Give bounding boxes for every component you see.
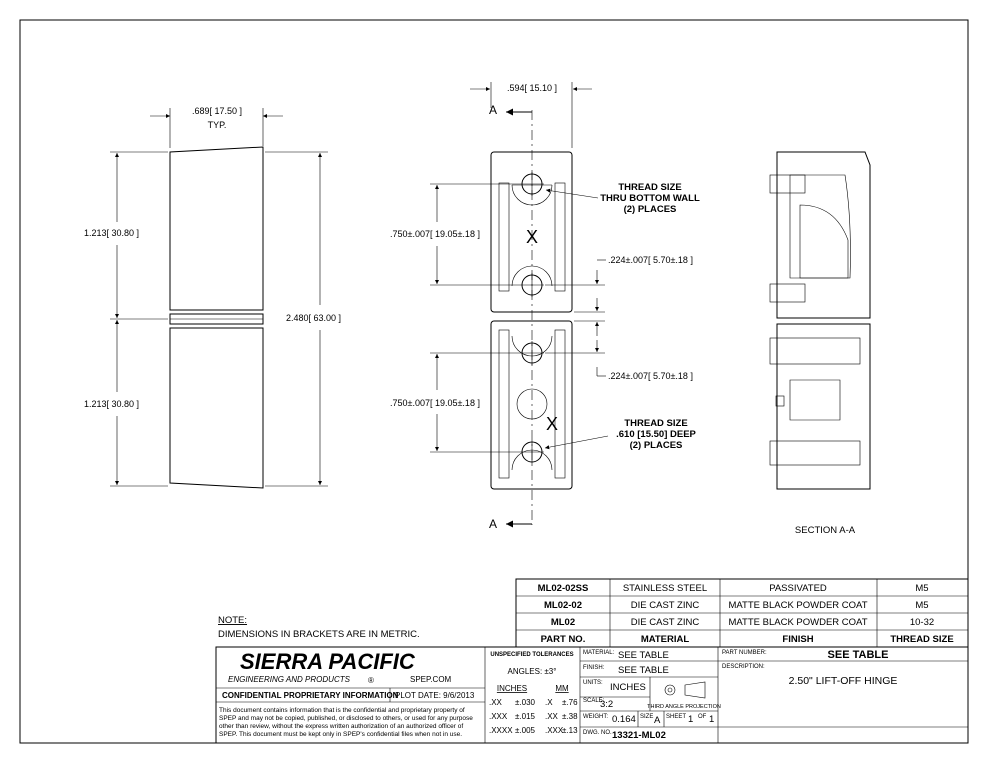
of-value: 1 <box>709 714 714 725</box>
dwg-value: 13321-ML02 <box>612 730 666 741</box>
dwg-label: DWG. NO. <box>583 730 612 736</box>
finish-value: SEE TABLE <box>618 665 669 676</box>
description-value: 2.50" LIFT-OFF HINGE <box>789 675 898 687</box>
tol-in-fmt: .XXXX <box>489 726 513 735</box>
disclaimer-line1: This document contains information that … <box>219 707 465 714</box>
table-row-finish: MATTE BLACK POWDER COAT <box>729 617 868 628</box>
front-upper-spacing: .750±.007[ 19.05±.18 ] <box>390 229 480 239</box>
tolerances-title: UNSPECIFIED TOLERANCES <box>490 652 573 658</box>
plot-date: PLOT DATE: 9/6/2013 <box>395 691 475 700</box>
front-lower-x-mark: X <box>546 414 558 434</box>
tol-mm-fmt: .X <box>545 698 553 707</box>
table-row-finish: PASSIVATED <box>769 583 827 594</box>
side-view: .689[ 17.50 ] TYP. 1.213[ 30.80 ] 1.213[… <box>84 106 341 489</box>
table-row-part: ML02-02SS <box>538 583 589 594</box>
material-label: MATERIAL: <box>583 650 615 656</box>
table-row-material: DIE CAST ZINC <box>631 600 700 611</box>
units-label: UNITS: <box>583 680 603 686</box>
side-lower-height: 1.213[ 30.80 ] <box>84 399 139 409</box>
tol-mm-fmt: .XXX <box>545 726 564 735</box>
table-row-material: STAINLESS STEEL <box>623 583 707 594</box>
table-header-material: MATERIAL <box>641 634 690 645</box>
table-header-part: PART NO. <box>541 634 586 645</box>
note-block: NOTE: DIMENSIONS IN BRACKETS ARE IN METR… <box>218 615 420 640</box>
table-row-part: ML02 <box>551 617 575 628</box>
table-row-thread: M5 <box>915 583 928 594</box>
callout-lower-line2: .610 [15.50] DEEP <box>616 429 696 440</box>
side-width-note: TYP. <box>208 120 227 130</box>
side-upper-height: 1.213[ 30.80 ] <box>84 228 139 238</box>
section-label: SECTION A-A <box>795 525 856 536</box>
side-width-dim: .689[ 17.50 ] <box>192 106 242 116</box>
sheet-value: 1 <box>688 714 693 725</box>
tol-in-tol: ±.015 <box>515 712 536 721</box>
finish-label: FINISH: <box>583 665 605 671</box>
partnumber-value: SEE TABLE <box>828 649 889 661</box>
size-value: A <box>654 715 661 726</box>
front-gap-upper: .224±.007[ 5.70±.18 ] <box>608 255 693 265</box>
front-gap-lower: .224±.007[ 5.70±.18 ] <box>608 371 693 381</box>
tolerances-angles: ANGLES: ±3° <box>508 667 557 676</box>
material-value: SEE TABLE <box>618 650 669 661</box>
parts-table: ML02-02SS STAINLESS STEEL PASSIVATED M5 … <box>515 578 969 648</box>
company-name: SIERRA PACIFIC <box>240 649 416 674</box>
callout-lower-line3: (2) PLACES <box>630 440 683 451</box>
table-row-part: ML02-02 <box>544 600 582 611</box>
tol-in-tol: ±.030 <box>515 698 536 707</box>
callout-upper-line3: (2) PLACES <box>624 204 677 215</box>
tolerances-inches: INCHES <box>497 684 527 693</box>
front-lower-spacing: .750±.007[ 19.05±.18 ] <box>390 398 480 408</box>
size-label: SIZE <box>640 714 653 720</box>
weight-value: 0.164 <box>612 714 636 725</box>
callout-upper-line1: THREAD SIZE <box>618 182 681 193</box>
note-text: DIMENSIONS IN BRACKETS ARE IN METRIC. <box>218 629 420 640</box>
tol-in-fmt: .XXX <box>489 712 508 721</box>
scale-value: 3:2 <box>600 699 613 710</box>
sheet-label: SHEET <box>666 714 686 720</box>
tol-mm-fmt: .XX <box>545 712 559 721</box>
note-title: NOTE: <box>218 615 247 626</box>
description-label: DESCRIPTION: <box>722 664 765 670</box>
weight-label: WEIGHT: <box>583 714 608 720</box>
section-mark-top: A <box>489 103 497 117</box>
table-row-thread: M5 <box>915 600 928 611</box>
callout-lower-line1: THREAD SIZE <box>624 418 687 429</box>
tol-mm-tol: ±.76 <box>562 698 578 707</box>
table-row-material: DIE CAST ZINC <box>631 617 700 628</box>
units-value: INCHES <box>610 682 646 693</box>
confidential-label: CONFIDENTIAL PROPRIETARY INFORMATION <box>222 691 399 700</box>
company-sub: ENGINEERING AND PRODUCTS <box>228 675 351 684</box>
tol-in-fmt: .XX <box>489 698 503 707</box>
of-label: OF <box>698 714 707 720</box>
table-row-finish: MATTE BLACK POWDER COAT <box>729 600 868 611</box>
company-website: SPEP.COM <box>410 675 452 684</box>
scale-label: SCALE: <box>583 698 605 704</box>
table-header-thread: THREAD SIZE <box>890 634 953 645</box>
front-width-dim: .594[ 15.10 ] <box>507 83 557 93</box>
tol-in-tol: ±.005 <box>515 726 536 735</box>
table-row-thread: 10-32 <box>910 617 934 628</box>
projection-label: THIRD ANGLE PROJECTION <box>647 704 721 710</box>
side-overall-height: 2.480[ 63.00 ] <box>286 313 341 323</box>
callout-upper-line2: THRU BOTTOM WALL <box>600 193 700 204</box>
disclaimer-line4: SPEP. This document must be kept only in… <box>219 731 462 738</box>
title-block: SIERRA PACIFIC ENGINEERING AND PRODUCTS … <box>215 646 969 744</box>
section-view: SECTION A-A <box>769 151 871 536</box>
disclaimer-line2: SPEP and may not be copied, published, o… <box>219 715 473 722</box>
section-mark-bottom: A <box>489 517 497 531</box>
front-view: X X A A .594[ 15.10 ] .750±.007[ 19. <box>390 82 700 531</box>
tol-mm-tol: ±.38 <box>562 712 578 721</box>
registered-mark: ® <box>368 676 374 685</box>
partnumber-label: PART NUMBER: <box>722 650 767 656</box>
sheet-border <box>19 19 969 744</box>
disclaimer-line3: other than review, without the express w… <box>219 723 463 730</box>
tol-mm-tol: ±.13 <box>562 726 578 735</box>
tolerances-mm: MM <box>555 684 569 693</box>
table-header-finish: FINISH <box>782 634 813 645</box>
